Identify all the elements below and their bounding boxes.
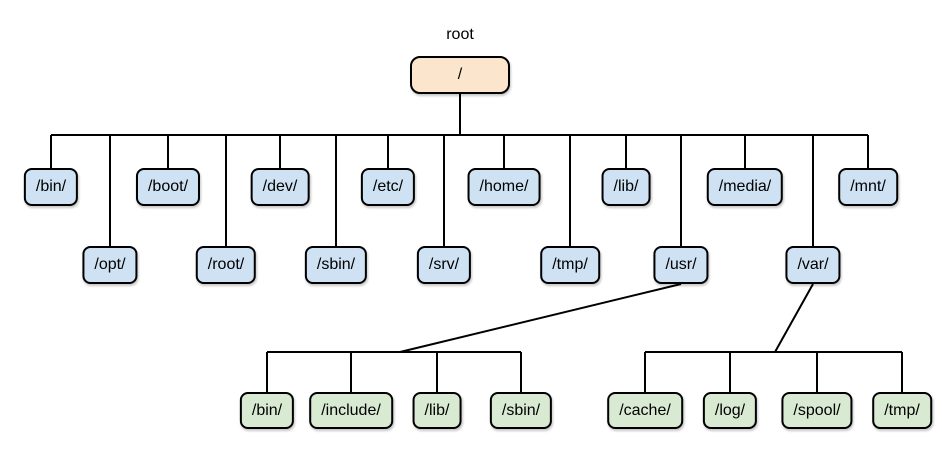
node-lib: /lib/ (601, 168, 651, 206)
node-var: /var/ (785, 246, 841, 284)
node-srv: /srv/ (416, 246, 472, 284)
node-usr-sbin: /sbin/ (489, 392, 553, 429)
edge-usr-diagonal (399, 283, 682, 353)
node-usr-bin: /bin/ (239, 392, 295, 429)
node-usr-include: /include/ (309, 392, 393, 429)
node-var-cache: /cache/ (607, 392, 683, 429)
node-home: /home/ (467, 168, 541, 206)
node-tmp: /tmp/ (540, 246, 600, 284)
node-opt: /opt/ (82, 246, 138, 284)
node-boot: /boot/ (135, 168, 201, 206)
node-dev: /dev/ (250, 168, 310, 206)
node-usr-lib: /lib/ (412, 392, 462, 429)
node-sbin: /sbin/ (304, 246, 368, 284)
node-var-log: /log/ (702, 392, 758, 429)
node-var-spool: /spool/ (781, 392, 853, 429)
edge-var-diagonal (774, 283, 814, 353)
node-media: /media/ (706, 168, 784, 206)
node-bin: /bin/ (23, 168, 79, 206)
node-etc: /etc/ (360, 168, 416, 206)
node-root: / (410, 56, 510, 94)
root-caption: root (446, 26, 474, 43)
node-usr: /usr/ (653, 246, 709, 284)
node-var-tmp: /tmp/ (872, 392, 932, 429)
node-root-dir: /root/ (195, 246, 257, 284)
node-mnt: /mnt/ (838, 168, 898, 206)
